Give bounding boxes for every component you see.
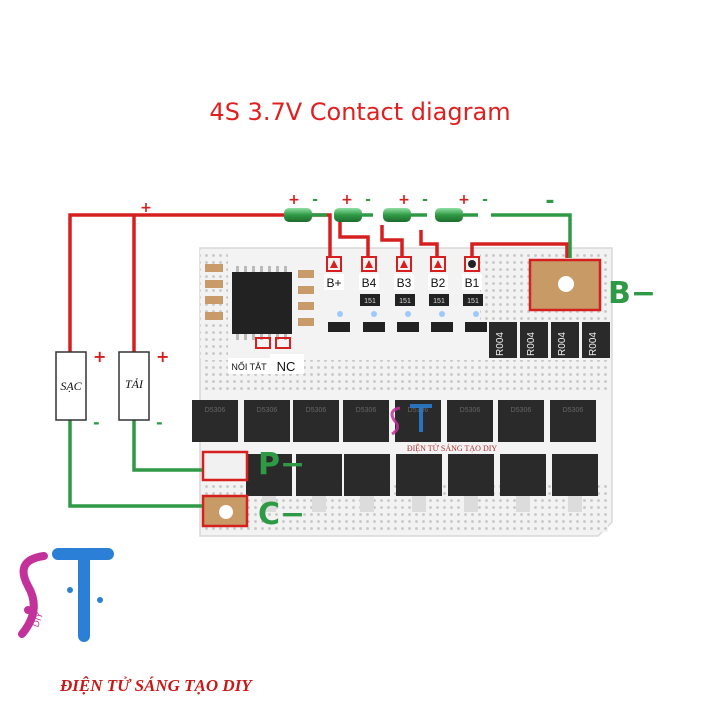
b-minus-pad <box>528 258 602 312</box>
mosfet-array <box>192 400 598 496</box>
balance-pad-labels: B+ B4 B3 B2 B1 <box>324 274 482 290</box>
pad-label-b3: B3 <box>397 276 412 290</box>
load-plus-sign: + <box>156 347 169 366</box>
cell-minus-sign: - <box>422 192 428 208</box>
smd-components <box>205 264 314 326</box>
short-nc-markers: NỐI TẮT NC <box>228 337 304 374</box>
cell-minus-sign: - <box>482 192 488 208</box>
chip-codes: 151 151 151 151 <box>364 298 479 305</box>
cell-plus-sign: + <box>341 192 353 208</box>
battery-cells <box>284 208 463 222</box>
board-watermark-logo <box>390 404 432 436</box>
chip-code: 151 <box>399 298 411 305</box>
balance-pads <box>326 256 480 272</box>
charge-minus-sign: - <box>93 413 100 432</box>
b-minus-label: B− <box>608 276 656 311</box>
mosfet-code: D5306 <box>257 407 278 414</box>
resistor-code: R004 <box>526 332 537 356</box>
control-ic <box>232 266 292 340</box>
chip-code: 151 <box>467 298 479 305</box>
c-minus-pad <box>201 494 249 528</box>
pad-label-b4: B4 <box>362 276 377 290</box>
mosfet-code: D5306 <box>356 407 377 414</box>
mosfet-code: D5306 <box>205 407 226 414</box>
mosfet-code: D5306 <box>460 407 481 414</box>
brand-name: ĐIỆN TỬ SÁNG TẠO DIY <box>60 676 252 695</box>
pad-label-bplus: B+ <box>326 276 341 290</box>
mosfet-tabs <box>262 496 582 512</box>
charge-plus-sign: + <box>93 347 106 366</box>
charge-label: SẠC <box>60 379 82 393</box>
mosfet-code: D5306 <box>563 407 584 414</box>
resistor-code: R004 <box>557 332 568 356</box>
p-minus-label: P− <box>258 447 305 482</box>
resistor-code: R004 <box>588 332 599 356</box>
red-positive-wire <box>68 213 569 352</box>
cell-minus-sign: - <box>312 192 318 208</box>
st-logo: DIY <box>18 548 114 642</box>
load-box: TẢI <box>118 351 150 421</box>
watermark-text: ĐIỆN TỬ SÁNG TẠO DIY <box>407 443 498 453</box>
shunt-resistors <box>489 322 610 358</box>
load-minus-sign: - <box>156 413 163 432</box>
balance-chips <box>328 294 487 332</box>
pad-label-b1: B1 <box>465 276 480 290</box>
mosfet-code: D5306 <box>408 407 429 414</box>
mosfet-code: D5306 <box>306 407 327 414</box>
chip-code: 151 <box>433 298 445 305</box>
noi-tat-label: NỐI TẮT <box>231 361 267 372</box>
p-minus-pad <box>201 450 249 482</box>
diagram-title: 4S 3.7V Contact diagram <box>209 98 511 126</box>
cell-plus-sign: + <box>398 192 410 208</box>
pad-label-b2: B2 <box>431 276 446 290</box>
load-label: TẢI <box>125 377 144 391</box>
charge-box: SẠC <box>55 351 87 421</box>
b-minus-wire-sign: - <box>545 189 554 214</box>
main-plus-sign: + <box>140 200 152 216</box>
c-minus-label: C− <box>258 497 305 532</box>
nc-label: NC <box>277 359 296 374</box>
cell-plus-sign: + <box>458 192 470 208</box>
chip-code: 151 <box>364 298 376 305</box>
green-negative-wire <box>68 213 572 508</box>
cell-minus-sign: - <box>365 192 371 208</box>
mosfet-code: D5306 <box>511 407 532 414</box>
resistor-code: R004 <box>495 332 506 356</box>
cell-plus-sign: + <box>288 192 300 208</box>
